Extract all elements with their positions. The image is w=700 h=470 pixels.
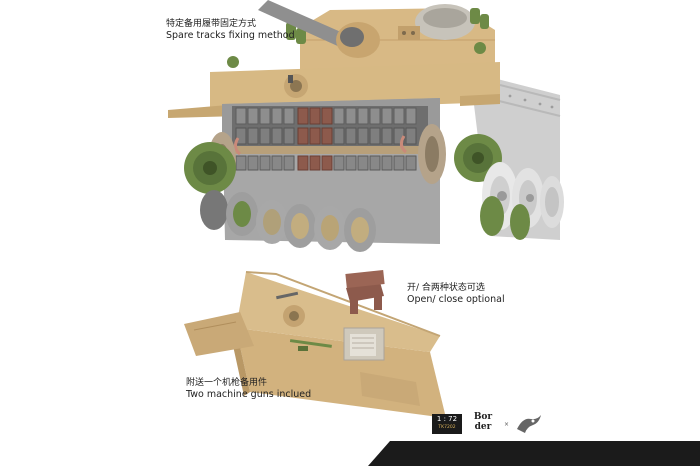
- machine-guns-caption-en: Two machine guns inclued: [186, 389, 312, 400]
- smoke-dischargers: [286, 8, 489, 44]
- logo-text-top: Bor: [473, 412, 493, 422]
- rear-deck-part-render: [184, 271, 446, 418]
- scale-badge: 1 : 72 TK7202: [432, 414, 462, 434]
- spare-tracks: [228, 106, 432, 171]
- machine-guns-caption-cn: 附送一个机枪备用件: [186, 378, 268, 388]
- branding-row: 1 : 72 TK7202 Bor der ×: [432, 412, 543, 436]
- footer-bar: [368, 441, 700, 466]
- collab-cross: ×: [504, 420, 510, 428]
- open-close-caption-cn: 开/ 合两种状态可选: [407, 283, 485, 293]
- product-code: TK7202: [438, 425, 456, 430]
- machine-guns-caption: 附送一个机枪备用件 Two machine guns inclued: [186, 377, 311, 401]
- spare-tracks-caption-cn: 特定备用履带固定方式: [166, 19, 257, 29]
- right-road-wheels: [480, 162, 564, 240]
- open-close-caption: 开/ 合两种状态可选 Open/ close optional: [407, 282, 505, 306]
- track-clamp-part: [345, 270, 385, 314]
- border-model-logo: Bor der: [468, 412, 498, 436]
- open-close-caption-en: Open/ close optional: [407, 294, 505, 305]
- logo-text-bottom: der: [474, 422, 492, 432]
- spare-tracks-caption: 特定备用履带固定方式 Spare tracks fixing method: [166, 18, 295, 42]
- left-road-wheels: [200, 190, 376, 252]
- main-gun-barrel: [258, 0, 350, 48]
- scale-label: 1 : 72: [436, 415, 458, 423]
- partner-logo-icon: [517, 415, 542, 433]
- spare-tracks-caption-en: Spare tracks fixing method: [166, 30, 295, 41]
